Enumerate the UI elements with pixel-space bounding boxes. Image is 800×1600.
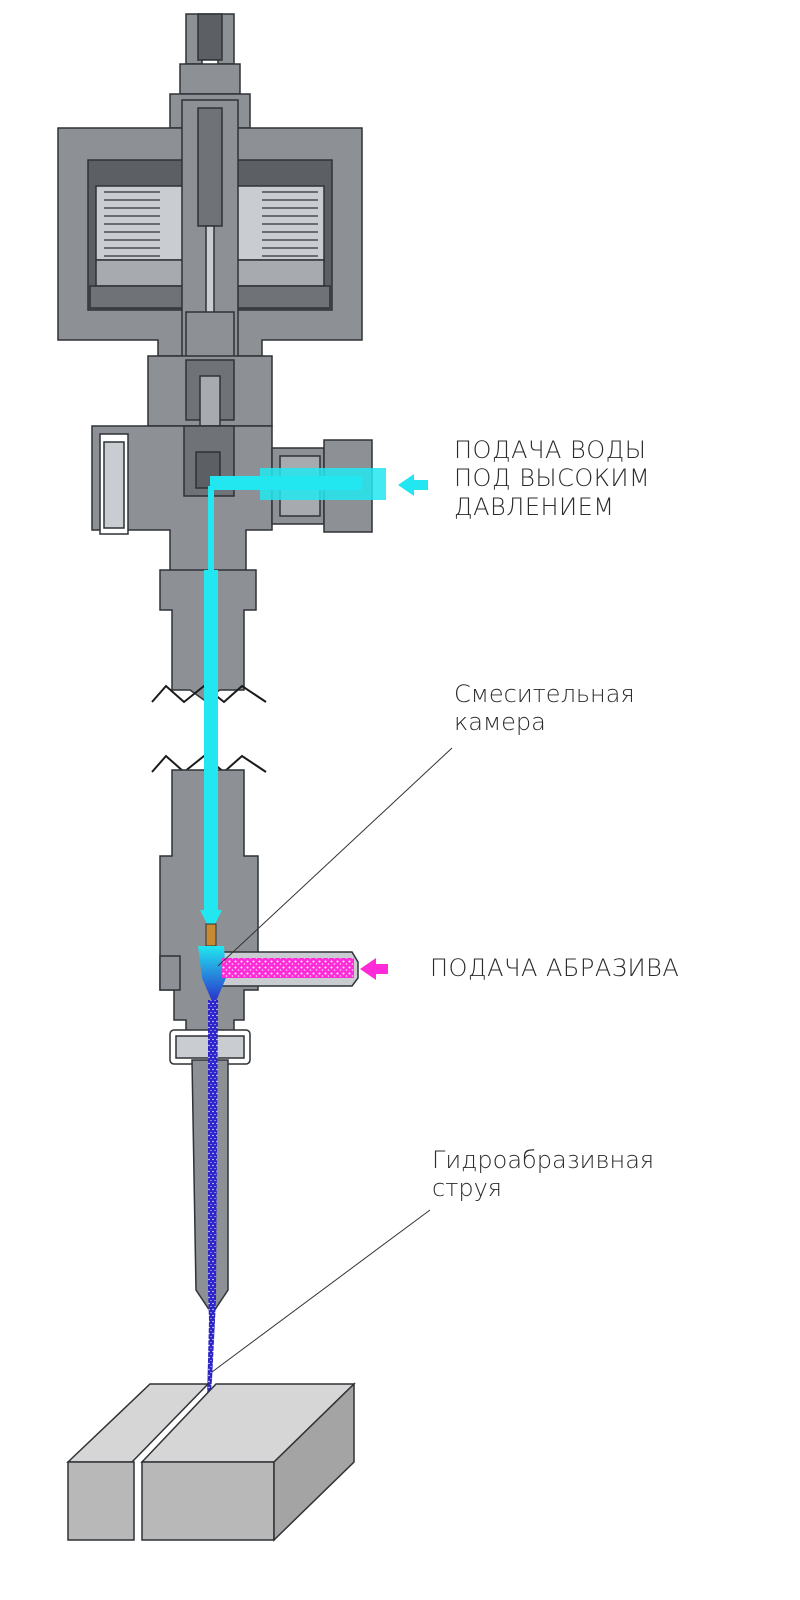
mixing-chamber-leader-line xyxy=(217,747,453,967)
water-column xyxy=(204,570,218,910)
abrasive-inlet-label: ПОДАЧА АБРАЗИВА xyxy=(430,954,679,982)
jet-leader-line xyxy=(211,1209,431,1373)
inlet-block xyxy=(91,425,373,701)
workpiece xyxy=(66,1382,356,1542)
orifice xyxy=(205,923,217,947)
mixing-chamber-label-line2: камера xyxy=(454,708,546,737)
water-inlet-arrow-icon xyxy=(398,474,428,496)
mixing-chamber xyxy=(198,946,226,1006)
jet-label-line2: струя xyxy=(432,1174,503,1203)
water-path xyxy=(200,468,386,926)
water-inlet-label-line2: ПОД ВЫСОКИМ xyxy=(454,464,651,493)
mixing-chamber-label: Смесительная камера xyxy=(454,680,635,737)
jet-label-line1: Гидроабразивная xyxy=(432,1146,655,1174)
water-inlet-label: ПОДАЧА ВОДЫ ПОД ВЫСОКИМ ДАВЛЕНИЕМ xyxy=(454,436,650,521)
water-inlet-label-line1: ПОДАЧА ВОДЫ xyxy=(454,436,647,464)
abrasive-jet xyxy=(207,1000,218,1400)
water-inlet-label-line3: ДАВЛЕНИЕМ xyxy=(454,492,615,521)
jet-label: Гидроабразивная струя xyxy=(432,1146,654,1203)
workpiece-right-front xyxy=(141,1461,275,1541)
workpiece-right-side xyxy=(273,1382,355,1542)
abrasive-inlet-arrow-icon xyxy=(360,958,388,980)
spring-right xyxy=(262,191,318,257)
spring-left xyxy=(104,191,160,257)
workpiece-left-front xyxy=(67,1461,135,1541)
abrasive-inlet-label-line1: ПОДАЧА АБРАЗИВА xyxy=(430,954,680,982)
valve-actuator xyxy=(57,13,363,427)
abrasive-flow xyxy=(222,958,354,978)
mixing-chamber-label-line1: Смесительная xyxy=(454,680,635,708)
lower-body xyxy=(159,769,359,1316)
